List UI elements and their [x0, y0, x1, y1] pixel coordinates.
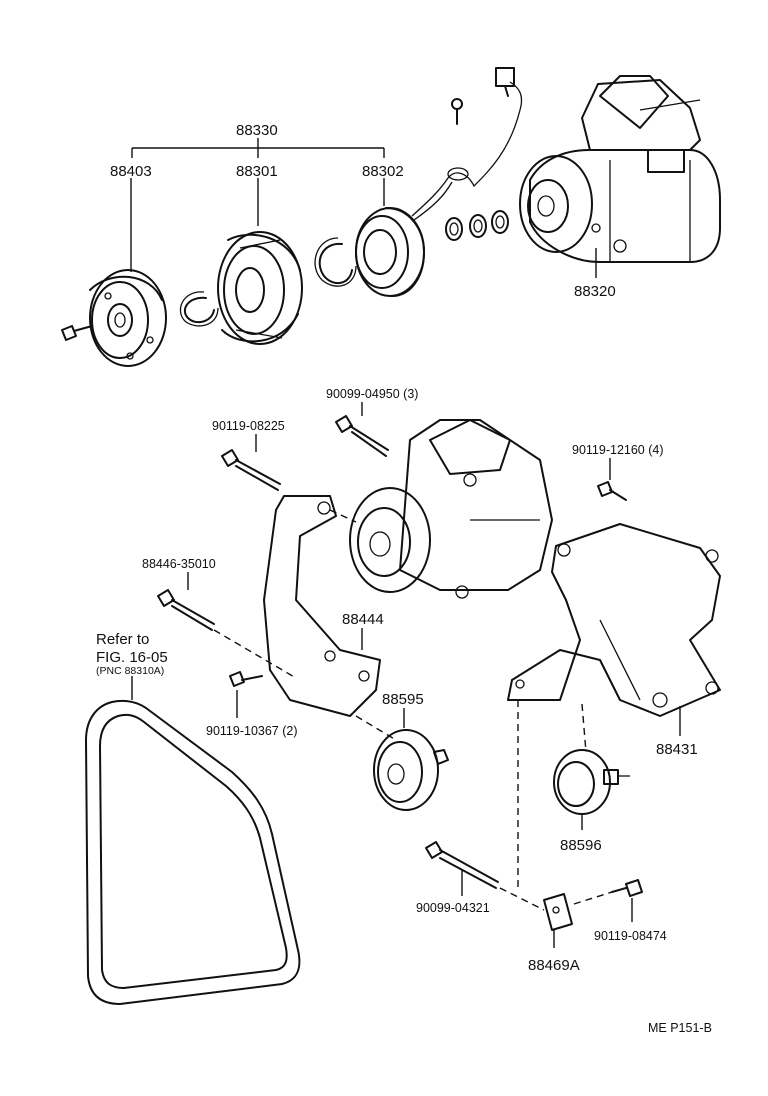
label-90119-08474: 90119-08474 — [594, 929, 667, 943]
label-88320: 88320 — [574, 283, 616, 300]
bolt-90099-04950 — [335, 402, 389, 457]
label-90099-04321: 90099-04321 — [416, 901, 490, 915]
label-90119-12160: 90119-12160 (4) — [572, 443, 664, 457]
bolt-90119-10367 — [229, 671, 263, 718]
label-88596: 88596 — [560, 837, 602, 854]
label-88446-35010: 88446-35010 — [142, 557, 216, 571]
v-belt — [85, 699, 301, 1005]
snap-ring-1 — [179, 291, 219, 327]
bolt-88446-35010 — [157, 572, 297, 679]
bolt-90119-08474 — [573, 879, 643, 922]
label-88301: 88301 — [236, 163, 278, 180]
refer-line-1: Refer to — [96, 631, 149, 648]
compressor-mid — [349, 419, 553, 599]
label-88330: 88330 — [236, 122, 278, 139]
label-88302: 88302 — [362, 163, 404, 180]
bolt-90119-08225 — [221, 434, 281, 491]
label-88469A: 88469A — [528, 957, 580, 974]
pulley-88301 — [217, 178, 303, 345]
refer-line-3: (PNC 88310A) — [96, 665, 164, 677]
idler-pulley-88595 — [355, 708, 449, 811]
field-coil-88302 — [355, 178, 425, 297]
label-88595: 88595 — [382, 691, 424, 708]
label-90119-10367: 90119-10367 (2) — [206, 724, 298, 738]
bolt-hub — [61, 325, 93, 341]
figure-code: ME P151-B — [648, 1021, 712, 1035]
shim-washers — [445, 210, 509, 241]
label-90119-08225: 90119-08225 — [212, 419, 285, 433]
wire-harness — [411, 67, 523, 221]
bolt-90099-04321 — [425, 700, 545, 911]
label-88431: 88431 — [656, 741, 698, 758]
snap-ring-2 — [314, 237, 357, 287]
bolt-90119-12160 — [597, 458, 627, 501]
block-88469A — [543, 893, 573, 948]
leader-88330-bracket — [131, 138, 385, 158]
label-90099-04950: 90099-04950 (3) — [326, 387, 418, 401]
label-88403: 88403 — [110, 163, 152, 180]
refer-line-2: FIG. 16-05 — [96, 649, 168, 666]
bracket-88431 — [507, 523, 721, 736]
label-88444: 88444 — [342, 611, 384, 628]
idler-88596 — [553, 703, 630, 830]
bracket-88444 — [263, 495, 381, 717]
clutch-hub-88403 — [89, 178, 167, 367]
compressor-88320 — [519, 75, 721, 278]
bolt-wire — [451, 98, 463, 125]
